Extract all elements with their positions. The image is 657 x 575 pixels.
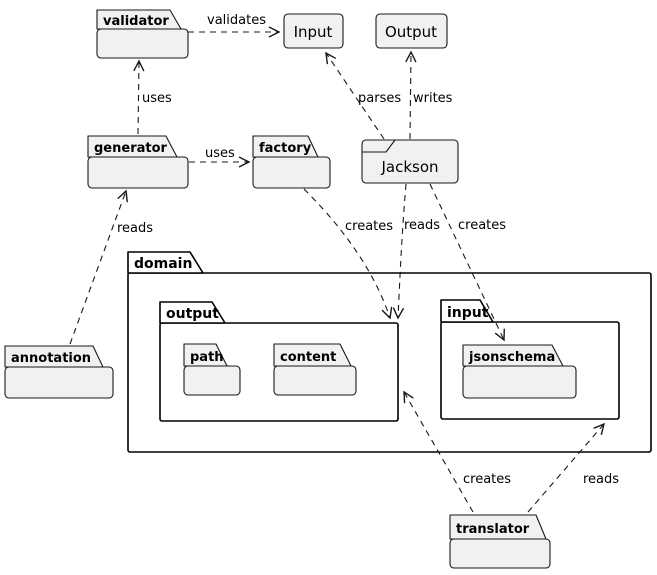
factory-body [252, 156, 331, 189]
validator-label: validator [103, 14, 169, 29]
edge-jackson-creates-jsonschema: creates [429, 183, 506, 342]
package-factory: factory [252, 135, 331, 189]
output-label: output [166, 306, 219, 322]
validator-body [96, 28, 189, 59]
generator-tab [87, 135, 178, 158]
package-generator: generator [87, 135, 189, 189]
domain-tab [127, 251, 204, 274]
generator-body [87, 156, 189, 189]
edge-factory-creates-output: creates [303, 188, 393, 320]
input-label: input [447, 305, 489, 321]
edge-jackson-writes-output: writes [405, 50, 453, 140]
edge-line-jackson-reads [392, 183, 407, 320]
package-path: path [183, 343, 241, 396]
package-validator: validator [96, 9, 189, 59]
domain-label: domain [134, 256, 192, 272]
content-label: content [280, 350, 336, 365]
edge-jackson-reads-output: reads [392, 183, 440, 320]
edge-line-translator-creates [403, 390, 474, 513]
factory-label: factory [259, 141, 312, 156]
edge-line-writes [405, 50, 417, 140]
edge-label-translator-reads: reads [583, 472, 619, 487]
edge-translator-reads-input: reads [527, 422, 619, 513]
output-tab [159, 301, 226, 324]
edge-label-reads-generator: reads [117, 221, 153, 236]
edge-label-parses: parses [358, 91, 401, 106]
content-body [273, 365, 357, 396]
jackson-body [361, 139, 459, 184]
path-tab [183, 343, 228, 367]
output-class-box [375, 13, 448, 49]
edge-line-uses-validator [133, 59, 145, 135]
edge-line-reads-generator [69, 189, 128, 345]
jsonschema-tab [462, 344, 564, 367]
path-label: path [190, 350, 224, 365]
package-content: content [273, 343, 357, 396]
jackson-tab-notch [362, 139, 396, 153]
edge-label-uses-validator: uses [142, 91, 172, 106]
edge-label-factory-creates: creates [345, 219, 393, 234]
class-output: Output [375, 13, 448, 49]
jsonschema-label: jsonschema [468, 350, 555, 365]
edge-validator-validates-input: validates [188, 13, 281, 38]
validator-tab [96, 9, 182, 30]
content-tab [273, 343, 352, 367]
translator-body [449, 538, 551, 569]
jsonschema-body [462, 365, 577, 399]
package-annotation: annotation [4, 345, 114, 399]
annotation-tab [4, 345, 104, 368]
output-class-label: Output [385, 23, 437, 41]
annotation-body [4, 366, 114, 399]
edge-line-translator-reads [527, 422, 606, 513]
package-translator: translator [449, 514, 551, 569]
path-body [183, 365, 241, 396]
edge-label-writes: writes [413, 91, 453, 106]
class-input: Input [283, 13, 344, 49]
input-tab [440, 299, 494, 323]
edge-label-validates: validates [207, 13, 266, 28]
package-jsonschema: jsonschema [462, 344, 577, 399]
edge-translator-creates-output: creates [403, 390, 511, 513]
edge-generator-uses-validator: uses [133, 59, 172, 135]
edge-label-uses-factory: uses [205, 146, 235, 161]
annotation-label: annotation [11, 351, 91, 366]
translator-label: translator [456, 522, 530, 537]
package-jackson: Jackson [361, 139, 459, 184]
edge-label-jackson-reads: reads [404, 218, 440, 233]
input-class-label: Input [294, 23, 333, 41]
edge-label-translator-creates: creates [463, 472, 511, 487]
input-class-box [283, 13, 344, 49]
edge-line-jackson-creates [429, 183, 505, 342]
generator-label: generator [94, 141, 168, 156]
edge-jackson-parses-input: parses [325, 51, 401, 140]
edge-annotation-reads-generator: reads [69, 189, 153, 345]
edge-generator-uses-factory: uses [189, 146, 251, 168]
translator-tab [449, 514, 547, 540]
jackson-label: Jackson [380, 158, 438, 176]
factory-tab [252, 135, 319, 158]
edge-label-jackson-creates: creates [458, 218, 506, 233]
edge-line-factory-creates [303, 188, 393, 320]
